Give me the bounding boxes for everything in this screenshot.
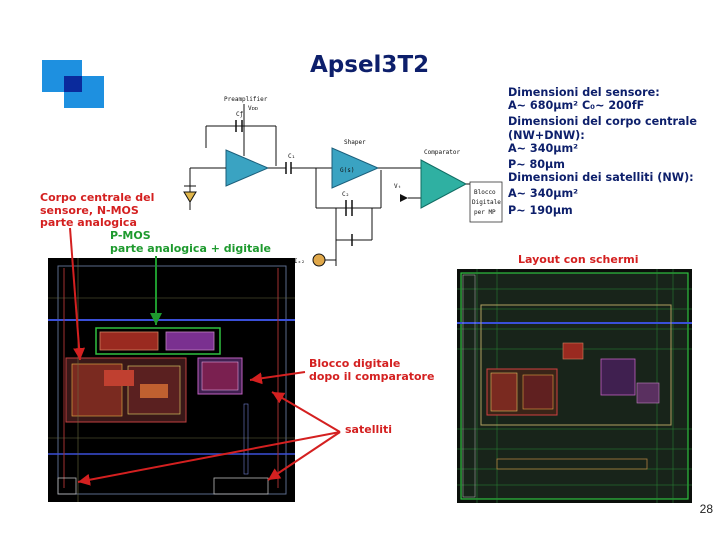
annotation-blocco-line1: Blocco digitale <box>309 357 401 370</box>
c1-label: C₁ <box>288 153 295 160</box>
arrow-satelliti-3 <box>271 391 341 433</box>
arrow-corpo-centrale <box>69 227 86 361</box>
gs-label: G(s) <box>340 167 354 174</box>
slide-title: Apsel3T2 <box>310 52 430 78</box>
arrow-satelliti-1 <box>77 431 341 486</box>
circuit-schematic: Preamplifier Vᴅᴅ Cƒ Shaper G(s) C₁ C₂ Vₜ… <box>183 96 503 267</box>
sensor-diode <box>183 191 197 203</box>
blocco-line3: per MP <box>474 209 496 216</box>
annotation-blocco-digitale: Blocco digitale dopo il comparatore <box>309 357 435 383</box>
digital-block-box <box>469 181 503 223</box>
logo-square-dark <box>64 76 82 92</box>
annotation-layout-schermi: Layout con schermi <box>518 253 639 266</box>
spec-line: Dimensioni del sensore: <box>508 86 660 99</box>
spec-line: P~ 190μm <box>508 203 573 217</box>
comparator-label: Comparator <box>424 149 461 156</box>
annotation-pmos: P-MOS parte analogica + digitale <box>110 229 271 255</box>
annotation-blocco-line2: dopo il comparatore <box>309 369 435 383</box>
logo <box>42 60 104 108</box>
shaper-label: Shaper <box>344 139 366 146</box>
spec-line: A~ 680μm² C₀~ 200fF <box>508 99 645 113</box>
annotation-corpo-centrale: Corpo centrale del sensore, N-MOS parte … <box>40 191 155 229</box>
arrow-blocco-digitale <box>249 371 306 385</box>
annotation-pmos-line1: P-MOS <box>110 229 151 242</box>
c2-label: C₂ <box>342 191 349 198</box>
vt-arrow <box>400 194 408 202</box>
annotation-satelliti: satelliti <box>345 423 393 436</box>
annotation-pmos-line2: parte analogica + digitale <box>110 241 271 255</box>
arrow-satelliti-2 <box>267 431 341 481</box>
vt-label: Vₜ <box>394 183 401 190</box>
cf-label: Cƒ <box>236 111 244 118</box>
preamplifier-label: Preamplifier <box>224 96 268 103</box>
spec-line: Dimensioni del corpo centrale <box>508 115 697 129</box>
sensor-specs: Dimensioni del sensore: A~ 680μm² C₀~ 20… <box>508 86 713 217</box>
vdd-label: Vᴅᴅ <box>248 105 258 112</box>
spec-line: A~ 340μm² <box>508 187 579 201</box>
spec-line: A~ 340μm² <box>508 141 579 155</box>
comparator-triangle <box>420 159 468 209</box>
shaper-triangle <box>331 147 380 189</box>
current-source <box>312 253 326 267</box>
spec-line: Dimensioni dei satelliti (NW): <box>508 171 694 185</box>
spec-line: (NW+DNW): <box>508 128 585 142</box>
spec-line: P~ 80μm <box>508 158 565 172</box>
page-number: 28 <box>699 502 713 516</box>
blocco-line1: Blocco <box>474 189 496 196</box>
ifb-label: Iₓ₂ <box>294 258 305 265</box>
blocco-line2: Digitale <box>472 199 501 206</box>
layout-image-right <box>457 269 692 503</box>
